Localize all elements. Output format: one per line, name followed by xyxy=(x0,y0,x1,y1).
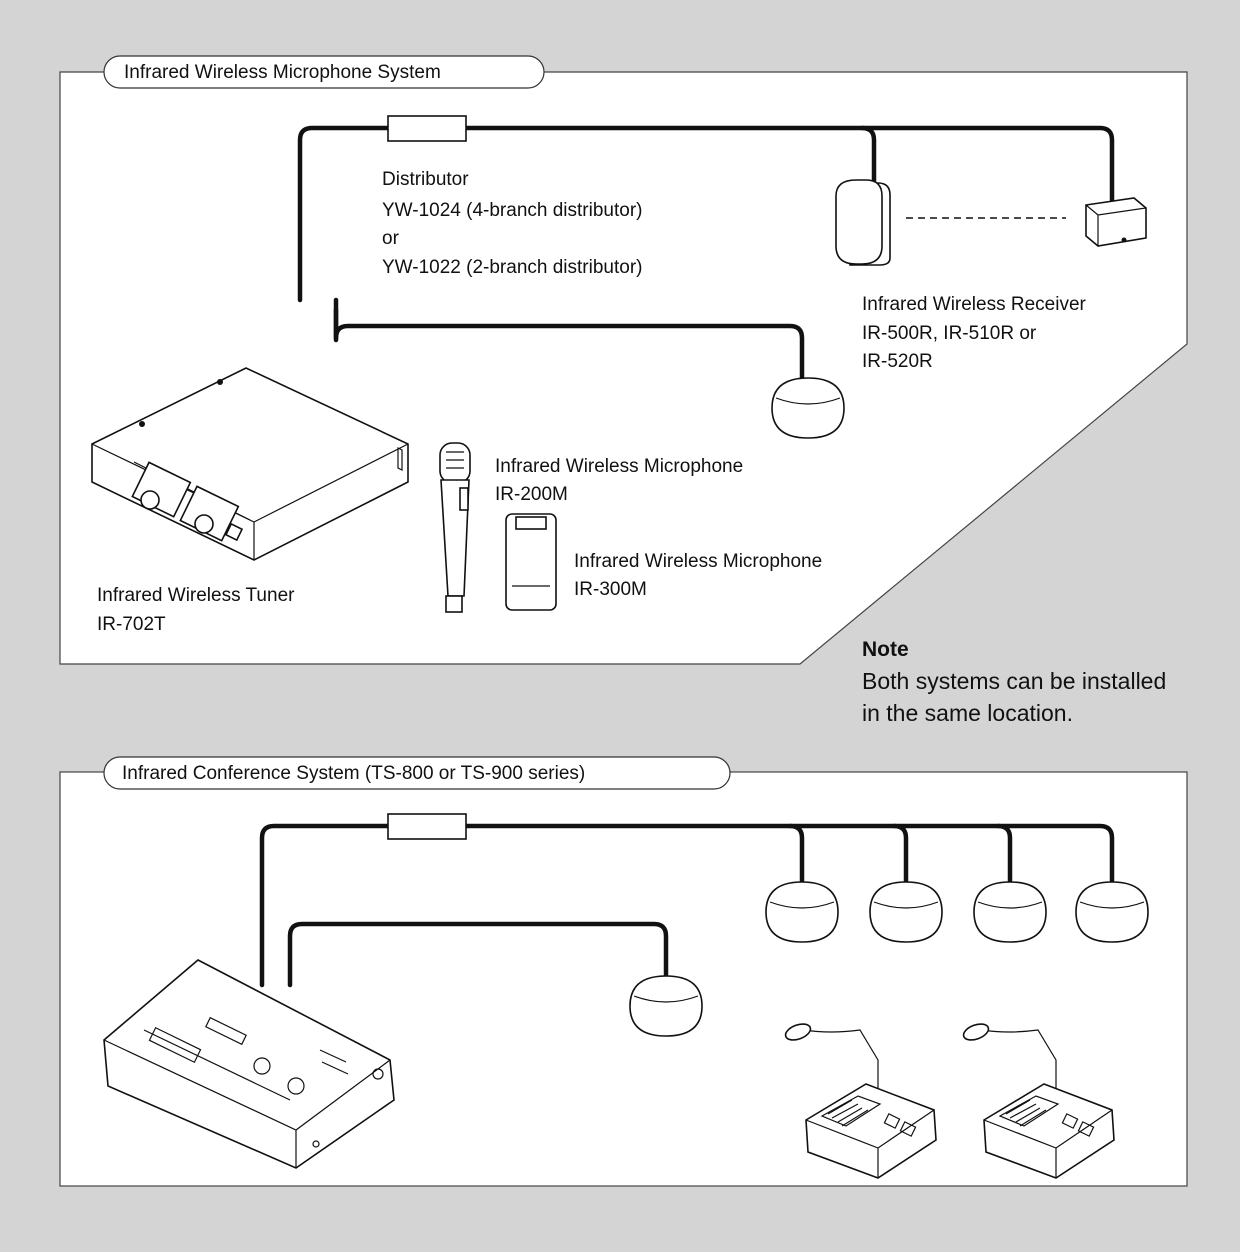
receiver-wall-mount xyxy=(835,179,891,266)
note-heading: Note xyxy=(862,638,909,661)
conference-central-unit xyxy=(103,959,395,1169)
dome-branch-3-cable xyxy=(995,823,1013,885)
dome-receiver-top xyxy=(771,377,845,439)
handheld-microphone xyxy=(439,442,471,613)
tuner-line-2: IR-702T xyxy=(97,614,166,635)
mic-handheld-line-1: Infrared Wireless Microphone xyxy=(495,456,743,477)
bodypack-microphone xyxy=(505,513,557,611)
mic-bodypack-line-1: Infrared Wireless Microphone xyxy=(574,551,822,572)
conference-unit-2 xyxy=(962,1023,1115,1179)
distributor-line-3: or xyxy=(382,228,400,249)
note-line-1: Both systems can be installed xyxy=(862,668,1166,694)
wireless-tuner-device xyxy=(91,367,409,561)
dome-receiver-5 xyxy=(629,975,703,1037)
receiver-line-3: IR-520R xyxy=(862,351,933,372)
dome-receiver-4 xyxy=(1075,881,1149,943)
receiver-line-2: IR-500R, IR-510R or xyxy=(862,323,1037,344)
wireless-mic-system-title-tab xyxy=(103,55,545,89)
distributor-line-4: YW-1022 (2-branch distributor) xyxy=(382,257,642,278)
distributor-box-bottom xyxy=(387,813,467,840)
dome-receiver-1 xyxy=(765,881,839,943)
receiver-1-cable xyxy=(859,125,877,191)
conference-distributor-cable xyxy=(259,823,1115,988)
mic-bodypack-line-2: IR-300M xyxy=(574,579,647,600)
wireless-mic-system-title: Infrared Wireless Microphone System xyxy=(124,62,441,83)
conference-dome-cable xyxy=(287,921,669,988)
note-line-2: in the same location. xyxy=(862,700,1073,726)
dome-branch-2-cable xyxy=(891,823,909,885)
dome-branch-1-cable xyxy=(787,823,805,885)
distributor-line-2: YW-1024 (4-branch distributor) xyxy=(382,200,642,221)
tuner-line-1: Infrared Wireless Tuner xyxy=(97,585,295,606)
receiver-line-1: Infrared Wireless Receiver xyxy=(862,294,1087,315)
conference-unit-1 xyxy=(784,1023,937,1179)
distributor-box-top xyxy=(387,115,467,142)
receiver-box xyxy=(1085,197,1147,247)
mic-handheld-line-2: IR-200M xyxy=(495,484,568,505)
dome-receiver-3 xyxy=(973,881,1047,943)
distributor-line-1: Distributor xyxy=(382,169,469,190)
dome-receiver-2 xyxy=(869,881,943,943)
distributor-cable xyxy=(297,125,1115,303)
conference-system-title-tab xyxy=(103,756,731,790)
conference-system-title: Infrared Conference System (TS-800 or TS… xyxy=(122,763,585,784)
